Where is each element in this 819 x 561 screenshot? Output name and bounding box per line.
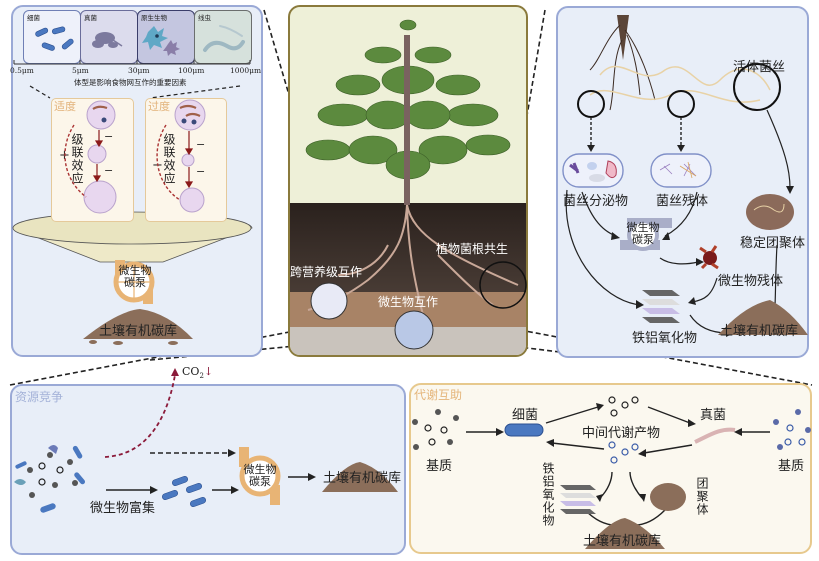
scale-caption: 体型是影响食物网互作的重要因素 <box>74 78 187 87</box>
protist-icon <box>142 26 180 56</box>
bacterium-icon <box>51 26 66 35</box>
fe-al-oxide-icon <box>642 290 680 323</box>
soil-pile-icon <box>585 518 665 549</box>
cross-trophic-label: 跨营养级互作 <box>290 265 363 279</box>
substrate-mix-icon <box>14 445 86 513</box>
live-hyphae-label: 活体菌丝 <box>733 60 786 75</box>
fe-al-oxide-icon <box>560 485 596 514</box>
hyphal-residues-label: 菌丝残体 <box>656 194 709 209</box>
fe-al-oxide-label: 铁铝氧化物 <box>541 462 555 527</box>
stable-aggregate-icon <box>746 194 794 230</box>
co2-label: CO2↓ <box>182 365 214 381</box>
fungal-hypha-icon <box>694 427 736 444</box>
organism-label-protist: 原生生物 <box>141 14 167 22</box>
pump-label: 微生物碳泵 <box>243 463 277 488</box>
soil-carbon-pool-label: 土壤有机碳库 <box>583 534 662 549</box>
co2-decrease-arrow: ↓ <box>203 365 214 378</box>
residue-capsule <box>650 153 712 188</box>
organism-label-bacteria: 细菌 <box>27 14 40 22</box>
excess-title: 过度 <box>148 100 170 113</box>
root-icon <box>617 15 629 60</box>
co2-emission-arrow <box>104 374 176 458</box>
microbial-enrichment-label: 微生物富集 <box>90 501 156 516</box>
resource-competition-title: 资源竞争 <box>15 390 64 404</box>
microbial-carbon-pump-icon <box>113 260 155 304</box>
scale-tick: 5μm <box>72 66 89 75</box>
substrate-right-icon <box>773 409 811 450</box>
necromass-icon <box>699 245 719 270</box>
tree-illustration <box>305 19 519 316</box>
soil-pile-icon <box>83 309 193 345</box>
excess-effect-label: 级联效应 <box>162 133 176 185</box>
moderate-effect-label: 级联效应 <box>70 133 84 185</box>
tree-trunk <box>404 35 410 205</box>
metabolic-mutualism-title: 代谢互助 <box>414 388 463 402</box>
fungi-icon <box>92 32 123 48</box>
microbial-carbon-pump-icon <box>239 455 281 497</box>
microbe-circle <box>179 187 205 213</box>
necromass-label: 微生物残体 <box>718 274 784 289</box>
grazer-circle <box>87 144 107 164</box>
organism-illustrations <box>13 25 251 65</box>
live-hyphae-zoom-circle <box>733 63 781 111</box>
intermediate-metabolite-icon <box>608 396 639 417</box>
scale-tick: 0.5μm <box>10 66 34 75</box>
stable-aggregate-label: 稳定团聚体 <box>740 236 806 251</box>
grazer-circle <box>181 153 195 167</box>
co2-subscript: 2 <box>199 372 204 381</box>
soil-carbon-pool-label: 土壤有机碳库 <box>720 324 799 339</box>
mycorrhiza-label: 植物菌根共生 <box>436 242 509 256</box>
soil-carbon-pool-label: 土壤有机碳库 <box>323 471 402 486</box>
bacteria-label: 细菌 <box>512 408 539 423</box>
substrate-right-label: 基质 <box>778 459 805 474</box>
fe-al-oxide-label: 铁铝氧化物 <box>632 331 698 346</box>
microbial-interaction-zoom-circle <box>394 310 434 350</box>
organism-label-nematode: 线虫 <box>198 14 211 22</box>
competition-diagram <box>14 368 398 513</box>
nematode-icon <box>203 25 245 52</box>
cascade-illustrations <box>64 99 206 214</box>
scale-tick: 100μm <box>178 66 205 75</box>
organism-label-fungi: 真菌 <box>84 14 97 22</box>
hyphal-secretions-label: 菌丝分泌物 <box>563 194 629 209</box>
hyphae-diagram <box>562 15 808 337</box>
scale-tick: 1000μm <box>230 66 262 75</box>
microbial-interaction-label: 微生物互作 <box>378 295 439 309</box>
microbial-carbon-pump-icon <box>627 219 659 251</box>
moderate-sign-step: − <box>104 164 114 177</box>
pump-label: 微生物碳泵 <box>118 264 152 289</box>
bacterium-icon <box>41 42 55 51</box>
soil-pile-icon <box>322 462 398 492</box>
excess-sign-step: − <box>196 138 206 151</box>
cross-trophic-zoom-circle <box>310 282 348 320</box>
aggregate-icon <box>650 483 686 511</box>
moderate-sign-step: − <box>104 130 114 143</box>
moderate-title: 适度 <box>54 100 76 113</box>
bacterium-icon <box>61 38 74 50</box>
microbe-circle <box>83 180 117 214</box>
intermediate-metabolite-icon <box>608 441 639 464</box>
soil-carbon-pool-label: 土壤有机碳库 <box>99 324 178 339</box>
pump-label: 微生物碳泵 <box>626 221 660 246</box>
soil-pile-icon <box>718 300 808 335</box>
mycorrhiza-zoom-circle <box>479 261 527 309</box>
fungi-label: 真菌 <box>700 408 727 423</box>
excess-sign-step: − <box>196 165 206 178</box>
bacterium-icon <box>35 27 49 37</box>
resource-competition-panel <box>10 384 406 555</box>
intermediate-metabolites-label: 中间代谢产物 <box>582 426 661 441</box>
scale-tick: 30μm <box>128 66 150 75</box>
substrate-left-icon <box>412 409 459 450</box>
substrate-left-label: 基质 <box>426 459 453 474</box>
bacterium-icon <box>504 423 544 437</box>
aggregate-label: 团聚体 <box>695 477 709 516</box>
enriched-bacteria-icon <box>162 475 206 508</box>
